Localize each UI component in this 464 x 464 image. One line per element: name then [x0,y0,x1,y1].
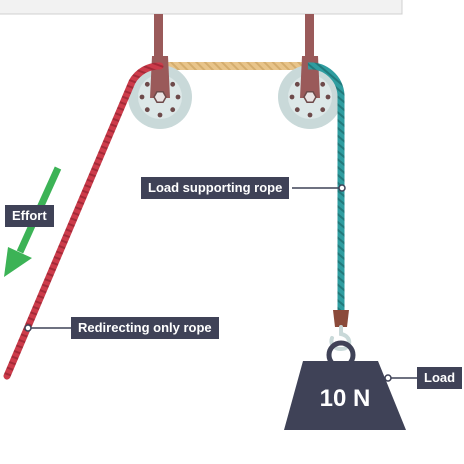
redirecting-rope-label: Redirecting only rope [71,317,219,339]
rope-clamp [333,310,349,327]
weight-icon: 10 N [284,340,406,430]
ceiling [0,0,403,15]
weight-value: 10 N [320,385,371,412]
callout-connectors [24,184,418,382]
right-pulley-icon [278,56,342,129]
left-hanger [154,14,163,60]
effort-label: Effort [5,205,54,227]
right-hanger [305,14,314,60]
load-supporting-rope [307,62,345,312]
load-supporting-rope-label: Load supporting rope [141,177,290,199]
load-label: Load [417,367,463,389]
hook-icon [329,325,352,352]
effort-rope [3,62,164,380]
